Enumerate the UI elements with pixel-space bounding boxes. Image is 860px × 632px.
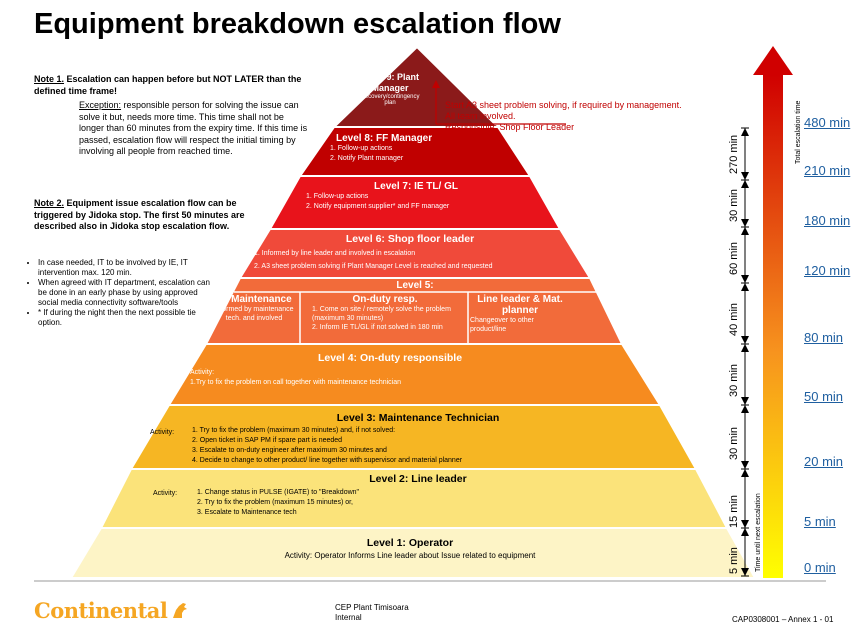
level-9: Level 9: Plant Manager Recovery/continge… [355,72,425,106]
bullet-item: In case needed, IT to be involved by IE,… [38,258,216,278]
total-time-link[interactable]: 50 min [804,389,844,404]
level-3-activity-label: Activity: [150,429,175,436]
note-2-text: Equipment issue escalation flow can be t… [34,198,245,231]
total-time-link[interactable]: 210 min [804,163,851,178]
note-1-text: Escalation can happen before but NOT LAT… [34,74,302,96]
horse-logo-icon [173,603,187,618]
level-7-act: 1. Follow-up actions [306,193,369,200]
level-5-left-title: TL Maintenance [216,294,292,305]
level-5-mid: On-duty resp. 1. Come on site / remotely… [302,294,468,332]
a3-note-line: Start A3 sheet problem solving, if requi… [445,100,682,110]
a3-note-line: Responsible: Shop Floor Leader [445,122,575,132]
level-2-activity-label: Activity: [153,490,178,497]
total-time-link[interactable]: 80 min [804,330,844,345]
level-2-act: 1. Change status in PULSE (IGATE) to "Br… [197,489,360,496]
level-4-activity-label: Activity: [190,369,215,376]
a3-note-line: All team involved. [445,111,516,121]
level-5-mid-act: 2. Inform IE TL/GL if not solved in 180 … [312,324,443,331]
a3-note: Start A3 sheet problem solving, if requi… [445,100,682,133]
exception-text: responsible person for solving the issue… [79,100,308,156]
level-3-title-text: Level 3: Maintenance Technician [336,412,500,424]
total-time-link[interactable]: 0 min [804,560,836,575]
level-8-act: 1. Follow-up actions [330,145,393,152]
total-time-link[interactable]: 20 min [804,454,844,469]
level-7: Level 7: IE TL/ GL 1. Follow-up actions … [296,181,536,212]
level-3-act: 2. Open ticket in SAP PM if spare part i… [192,437,343,444]
level-2-acts: 1. Change status in PULSE (IGATE) to "Br… [197,488,497,518]
level-2-act: 3. Escalate to Maintenance tech [197,509,297,516]
level-9-sub: Recovery/contingency plan [360,94,420,106]
level-3-title: Level 3: Maintenance Technician [308,412,528,424]
level-4-title: Level 4: On-duty responsible [317,352,463,364]
footer-plant: CEP Plant Timisoara Internal [335,603,409,623]
level-4-act: 1.Try to fix the problem on call togethe… [190,379,402,386]
level-8-act: 2. Notify Plant manager [330,155,404,162]
time-tick-label: 40 min [728,302,740,336]
level-5-title: Level 5: [396,280,434,291]
level-9-band [331,45,501,128]
level-1-title: Level 1: Operator [366,537,454,549]
exception-label: Exception: [79,100,122,110]
level-8: Level 8: FF Manager 1. Follow-up actions… [318,133,508,164]
footer-plant-name: CEP Plant Timisoara [335,603,409,612]
continental-logo: Continental [34,598,168,623]
level-4: Level 4: On-duty responsible Activity: 1… [190,352,590,388]
level-5-mid-act: 1. Come on site / remotely solve the pro… [312,306,451,322]
level-5-right: Line leader & Mat. planner Changeover to… [470,294,570,334]
bullet-item: When agreed with IT department, escalati… [38,278,216,308]
level-6-act: 1. Informed by line leader and involved … [254,250,416,257]
level-2-title-text: Level 2: Line leader [369,473,467,485]
footer-doc-id: CAP0308001 – Annex 1 - 01 [732,615,834,624]
total-time-link[interactable]: 120 min [804,263,851,278]
level-5-left: TL Maintenance Informed by maintenance t… [208,294,300,323]
page-title: Equipment breakdown escalation flow [34,8,561,40]
level-9-title: Level 9: Plant Manager [360,72,420,93]
time-tick-label: 30 min [728,426,740,460]
level-6-act: 2. A3 sheet problem solving if Plant Man… [254,263,493,270]
level-7-act: 2. Notify equipment supplier* and FF man… [306,203,450,210]
time-tick-label: 30 min [728,363,740,397]
total-time-link[interactable]: 5 min [804,514,836,529]
level-3-act: 1. Try to fix the problem (maximum 30 mi… [192,427,396,434]
time-tick-label: 60 min [728,241,740,275]
exception-note: Exception: responsible person for solvin… [79,100,311,158]
level-5-right-title: Line leader & Mat. planner [477,294,563,316]
time-tick-label: 30 min [728,188,740,222]
level-3-act: 4. Decide to change to other product/ li… [192,457,463,464]
time-tick-label: 270 min [728,134,740,174]
total-escalation-arrow [763,75,783,578]
note-2: Note 2. Equipment issue escalation flow … [34,198,266,233]
bullet-item: * If during the night then the next poss… [38,308,216,328]
bullet-list: In case needed, IT to be involved by IE,… [24,258,216,328]
total-axis-label: Total escalation time [795,100,802,164]
level-8-title: Level 8: FF Manager [336,133,433,144]
level-6-title: Level 6: Shop floor leader [345,233,475,245]
note-2-label: Note 2. [34,198,65,208]
level-3-acts: 1. Try to fix the problem (maximum 30 mi… [192,426,632,466]
level-5-left-text: Informed by maintenance tech. and involv… [214,306,294,322]
time-axis-label: Time until next escalation [755,493,762,572]
level-2-title: Level 2: Line leader [308,473,528,485]
footer-classification: Internal [335,613,362,622]
note-1-label: Note 1. [34,74,65,84]
level-6: Level 6: Shop floor leader 1. Informed b… [250,233,570,272]
note-1: Note 1. Escalation can happen before but… [34,74,310,97]
level-7-title: Level 7: IE TL/ GL [374,181,458,192]
total-time-link[interactable]: 180 min [804,213,851,228]
level-5-right-text: Changeover to other product/line [470,317,534,333]
time-tick-label: 5 min [728,547,740,574]
level-1: Level 1: Operator Activity: Operator Inf… [200,537,620,561]
level-3-act: 3. Escalate to on-duty engineer after ma… [192,447,387,454]
level-5-mid-title: On-duty resp. [352,294,418,305]
level-2-act: 2. Try to fix the problem (maximum 15 mi… [197,499,353,506]
total-time-link[interactable]: 480 min [804,115,851,130]
level-1-activity: Activity: Operator Informs Line leader a… [284,551,536,560]
time-tick-label: 15 min [728,494,740,528]
